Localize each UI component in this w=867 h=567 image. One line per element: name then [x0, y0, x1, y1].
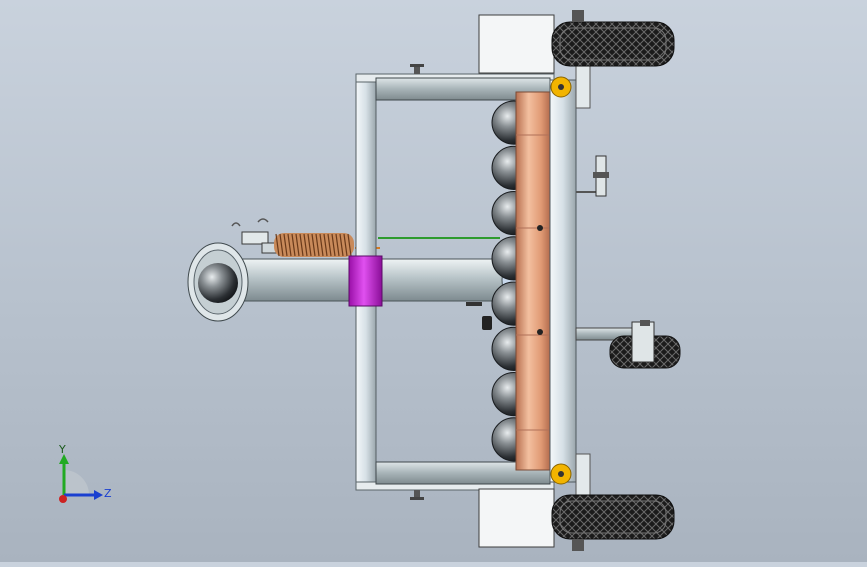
spring-coil: [327, 233, 332, 257]
coordinate-triad: Y Z: [58, 443, 112, 503]
spring-coil: [323, 233, 328, 257]
spring-coil: [331, 233, 336, 257]
spring-coil: [307, 233, 312, 257]
drawbar-tube: [239, 258, 533, 302]
hitch-coupler: [187, 242, 249, 322]
frame-arm-bottom: [355, 461, 555, 500]
main-beam: [549, 65, 591, 497]
spring-coil: [311, 233, 316, 257]
wheel-top: [551, 10, 675, 67]
caster-wheel: [575, 320, 681, 369]
spring-coil: [335, 233, 340, 257]
tension-spring: [274, 233, 354, 257]
spring-coil: [303, 233, 308, 257]
spring-coil: [295, 233, 300, 257]
spring-coil: [275, 233, 280, 257]
bearing-bottom: [550, 463, 572, 485]
spring-coil: [299, 233, 304, 257]
spring-coil: [343, 233, 348, 257]
hitch-clamp: [231, 218, 279, 254]
spring-coil: [347, 233, 352, 257]
wheel-bottom: [551, 494, 675, 551]
depth-adjuster: [576, 155, 609, 197]
spring-coil: [291, 233, 296, 257]
spring-coil: [319, 233, 324, 257]
spring-coil: [279, 233, 284, 257]
spring-coil: [339, 233, 344, 257]
pivot-collar: [348, 255, 383, 307]
spring-coil: [287, 233, 292, 257]
end-plate-top: [478, 14, 555, 74]
spring-coil: [315, 233, 320, 257]
end-plate-bottom: [478, 488, 555, 548]
spring-coil: [283, 233, 288, 257]
axis-y-label: Y: [58, 443, 66, 456]
bearing-top: [550, 76, 572, 98]
disc-shield: [515, 91, 553, 471]
axis-z-label: Z: [104, 487, 112, 500]
frame-arm-top: [355, 64, 555, 101]
